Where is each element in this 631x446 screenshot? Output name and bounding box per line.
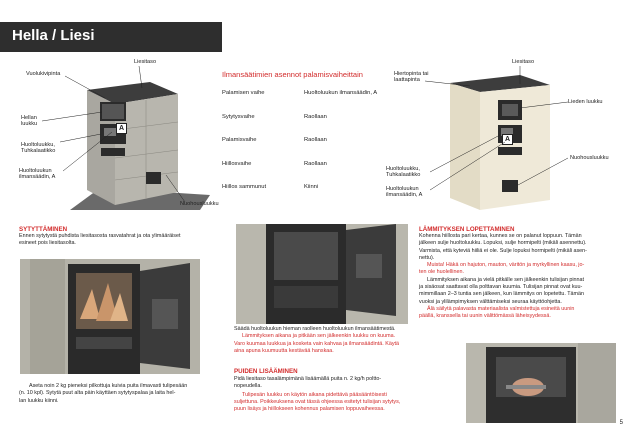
table-cell: Huoltoluukun ilmansäädin, A <box>304 90 378 96</box>
page-title: Hella / Liesi <box>12 27 95 44</box>
table-row: Hiillos sammunut <box>222 184 267 190</box>
label-liesitaso-left: Liesitaso <box>134 59 157 65</box>
table-cell: Raollaan <box>304 114 327 120</box>
table-row: Palamisvaihe <box>222 137 257 143</box>
label-nuohousluukku-left: Nuohousluukku <box>180 201 219 207</box>
middle-caption: Säädä huoltoluukun hieman raolleen huolt… <box>234 326 400 354</box>
table-cell: Raollaan <box>304 161 327 167</box>
table-title: Ilmansäätimien asennot palamisvaiheittai… <box>222 70 363 79</box>
label-huoltoluukku-left: Huoltoluukku,Tuhkalaatikko <box>21 142 56 155</box>
table-row: Sytytysvaihe <box>222 114 255 120</box>
lopettaminen-text: Kohenna hiillosta pari kertaa, kunnes se… <box>419 233 587 320</box>
page-number: 5 <box>619 420 623 426</box>
photo-stove-firewood <box>20 259 200 374</box>
table-cell: Kiinni <box>304 184 319 190</box>
photo-stove-ash-door <box>236 224 408 324</box>
sytyttaminen-caption: Aseta noin 2 kg pieneksi pilkottuja kuiv… <box>19 383 188 404</box>
table-row: Hiillosvaihe <box>222 161 252 167</box>
heading-lammityksen-lopettaminen: LÄMMITYKSEN LOPETTAMINEN <box>419 226 515 233</box>
table-row: Palamisen vaihe <box>222 90 265 96</box>
label-nuohousluukku-right: Nuohousluukku <box>570 155 609 161</box>
page-header: Hella / Liesi <box>0 22 222 52</box>
table-cell: Raollaan <box>304 137 327 143</box>
label-vuolukivipinta: Vuolukivipinta <box>26 71 61 77</box>
label-liesitaso-right: Liesitaso <box>512 59 535 65</box>
sytyttaminen-text: Ennen sytytystä puhdista liesitasosta ra… <box>19 233 181 247</box>
heading-sytyttaminen: SYTYTTÄMINEN <box>19 226 68 233</box>
photo-hand-on-ash-door <box>466 343 616 423</box>
badge-a-left: A <box>116 123 127 134</box>
badge-a-right: A <box>502 134 513 145</box>
heading-puiden-lisaaminen: PUIDEN LISÄÄMINEN <box>234 368 298 375</box>
label-huoltoluukku-right: Huoltoluukku,Tuhkalaatikko <box>386 166 421 179</box>
label-lieden-luukku: Lieden luukku <box>568 99 603 105</box>
soapstone-stove-illustration <box>70 82 210 210</box>
puiden-lisaaminen-text: Pidä liesitaso tasalämpimänä lisäämällä … <box>234 376 401 413</box>
